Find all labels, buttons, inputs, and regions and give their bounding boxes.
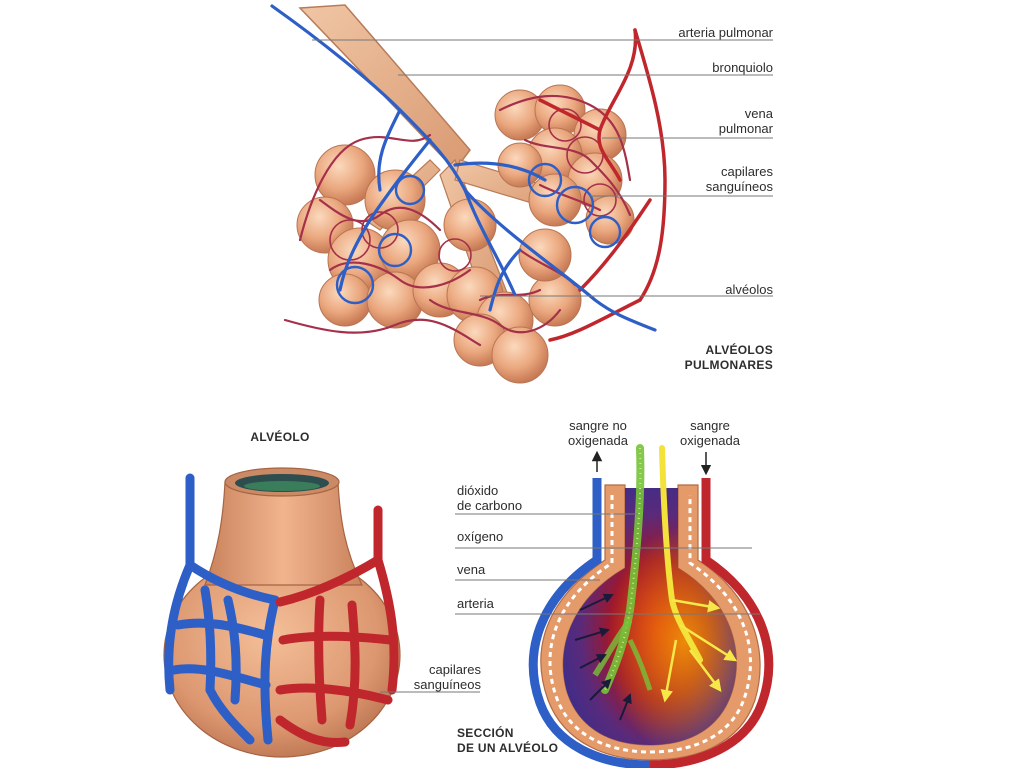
title-alveolos-pulmonares-line1: ALVÉOLOS <box>705 343 773 357</box>
title-seccion-line1: SECCIÓN <box>457 726 514 740</box>
top-leader-lines <box>312 39 773 297</box>
label-capilares-left-line1: capilares <box>428 662 481 677</box>
label-arteria: arteria <box>457 596 494 611</box>
title-seccion-de-un-alveolo: SECCIÓN DE UN ALVÉOLO <box>457 726 558 756</box>
label-sangre-no-oxigenada: sangre no oxigenada <box>548 418 648 448</box>
label-oxigeno: oxígeno <box>457 529 504 544</box>
label-arteria-pulmonar: arteria pulmonar <box>678 25 773 40</box>
alveoli-cluster-illustration <box>270 4 667 384</box>
label-alveolos: alvéolos <box>725 282 773 297</box>
label-vena: vena <box>457 562 486 577</box>
label-dioxido-de-carbono: dióxido de carbono <box>457 483 522 513</box>
title-alveolos-pulmonares-line2: PULMONARES <box>684 358 773 372</box>
label-sangre-oxigenada-line1: sangre <box>690 418 730 433</box>
single-alveolus-illustration <box>163 467 401 758</box>
label-sangre-oxigenada: sangre oxigenada <box>660 418 760 448</box>
label-dioxido-line1: dióxido <box>457 483 499 498</box>
label-vena-pulmonar-line2: pulmonar <box>718 121 773 136</box>
label-sangre-no-oxigenada-line2: oxigenada <box>568 433 628 448</box>
title-alveolos-pulmonares: ALVÉOLOS PULMONARES <box>685 343 773 373</box>
label-sangre-no-oxigenada-line1: sangre no <box>569 418 627 433</box>
label-capilares-top-line2: sanguíneos <box>705 179 773 194</box>
label-vena-pulmonar: vena pulmonar <box>719 106 773 136</box>
section-leader-lines <box>455 513 760 615</box>
label-bronquiolo: bronquiolo <box>712 60 773 75</box>
label-capilares-top-line1: capilares <box>720 164 773 179</box>
label-sangre-oxigenada-line2: oxigenada <box>680 433 740 448</box>
label-capilares-left-line2: sanguíneos <box>413 677 481 692</box>
label-vena-pulmonar-line1: vena <box>744 106 773 121</box>
alveolus-section-illustration <box>528 444 774 768</box>
title-seccion-line2: DE UN ALVÉOLO <box>457 741 559 755</box>
label-capilares-top: capilares sanguíneos <box>706 164 773 194</box>
label-dioxido-line2: de carbono <box>457 498 523 513</box>
label-capilares-left: capilares sanguíneos <box>414 662 481 692</box>
title-alveolo: ALVÉOLO <box>250 430 310 444</box>
